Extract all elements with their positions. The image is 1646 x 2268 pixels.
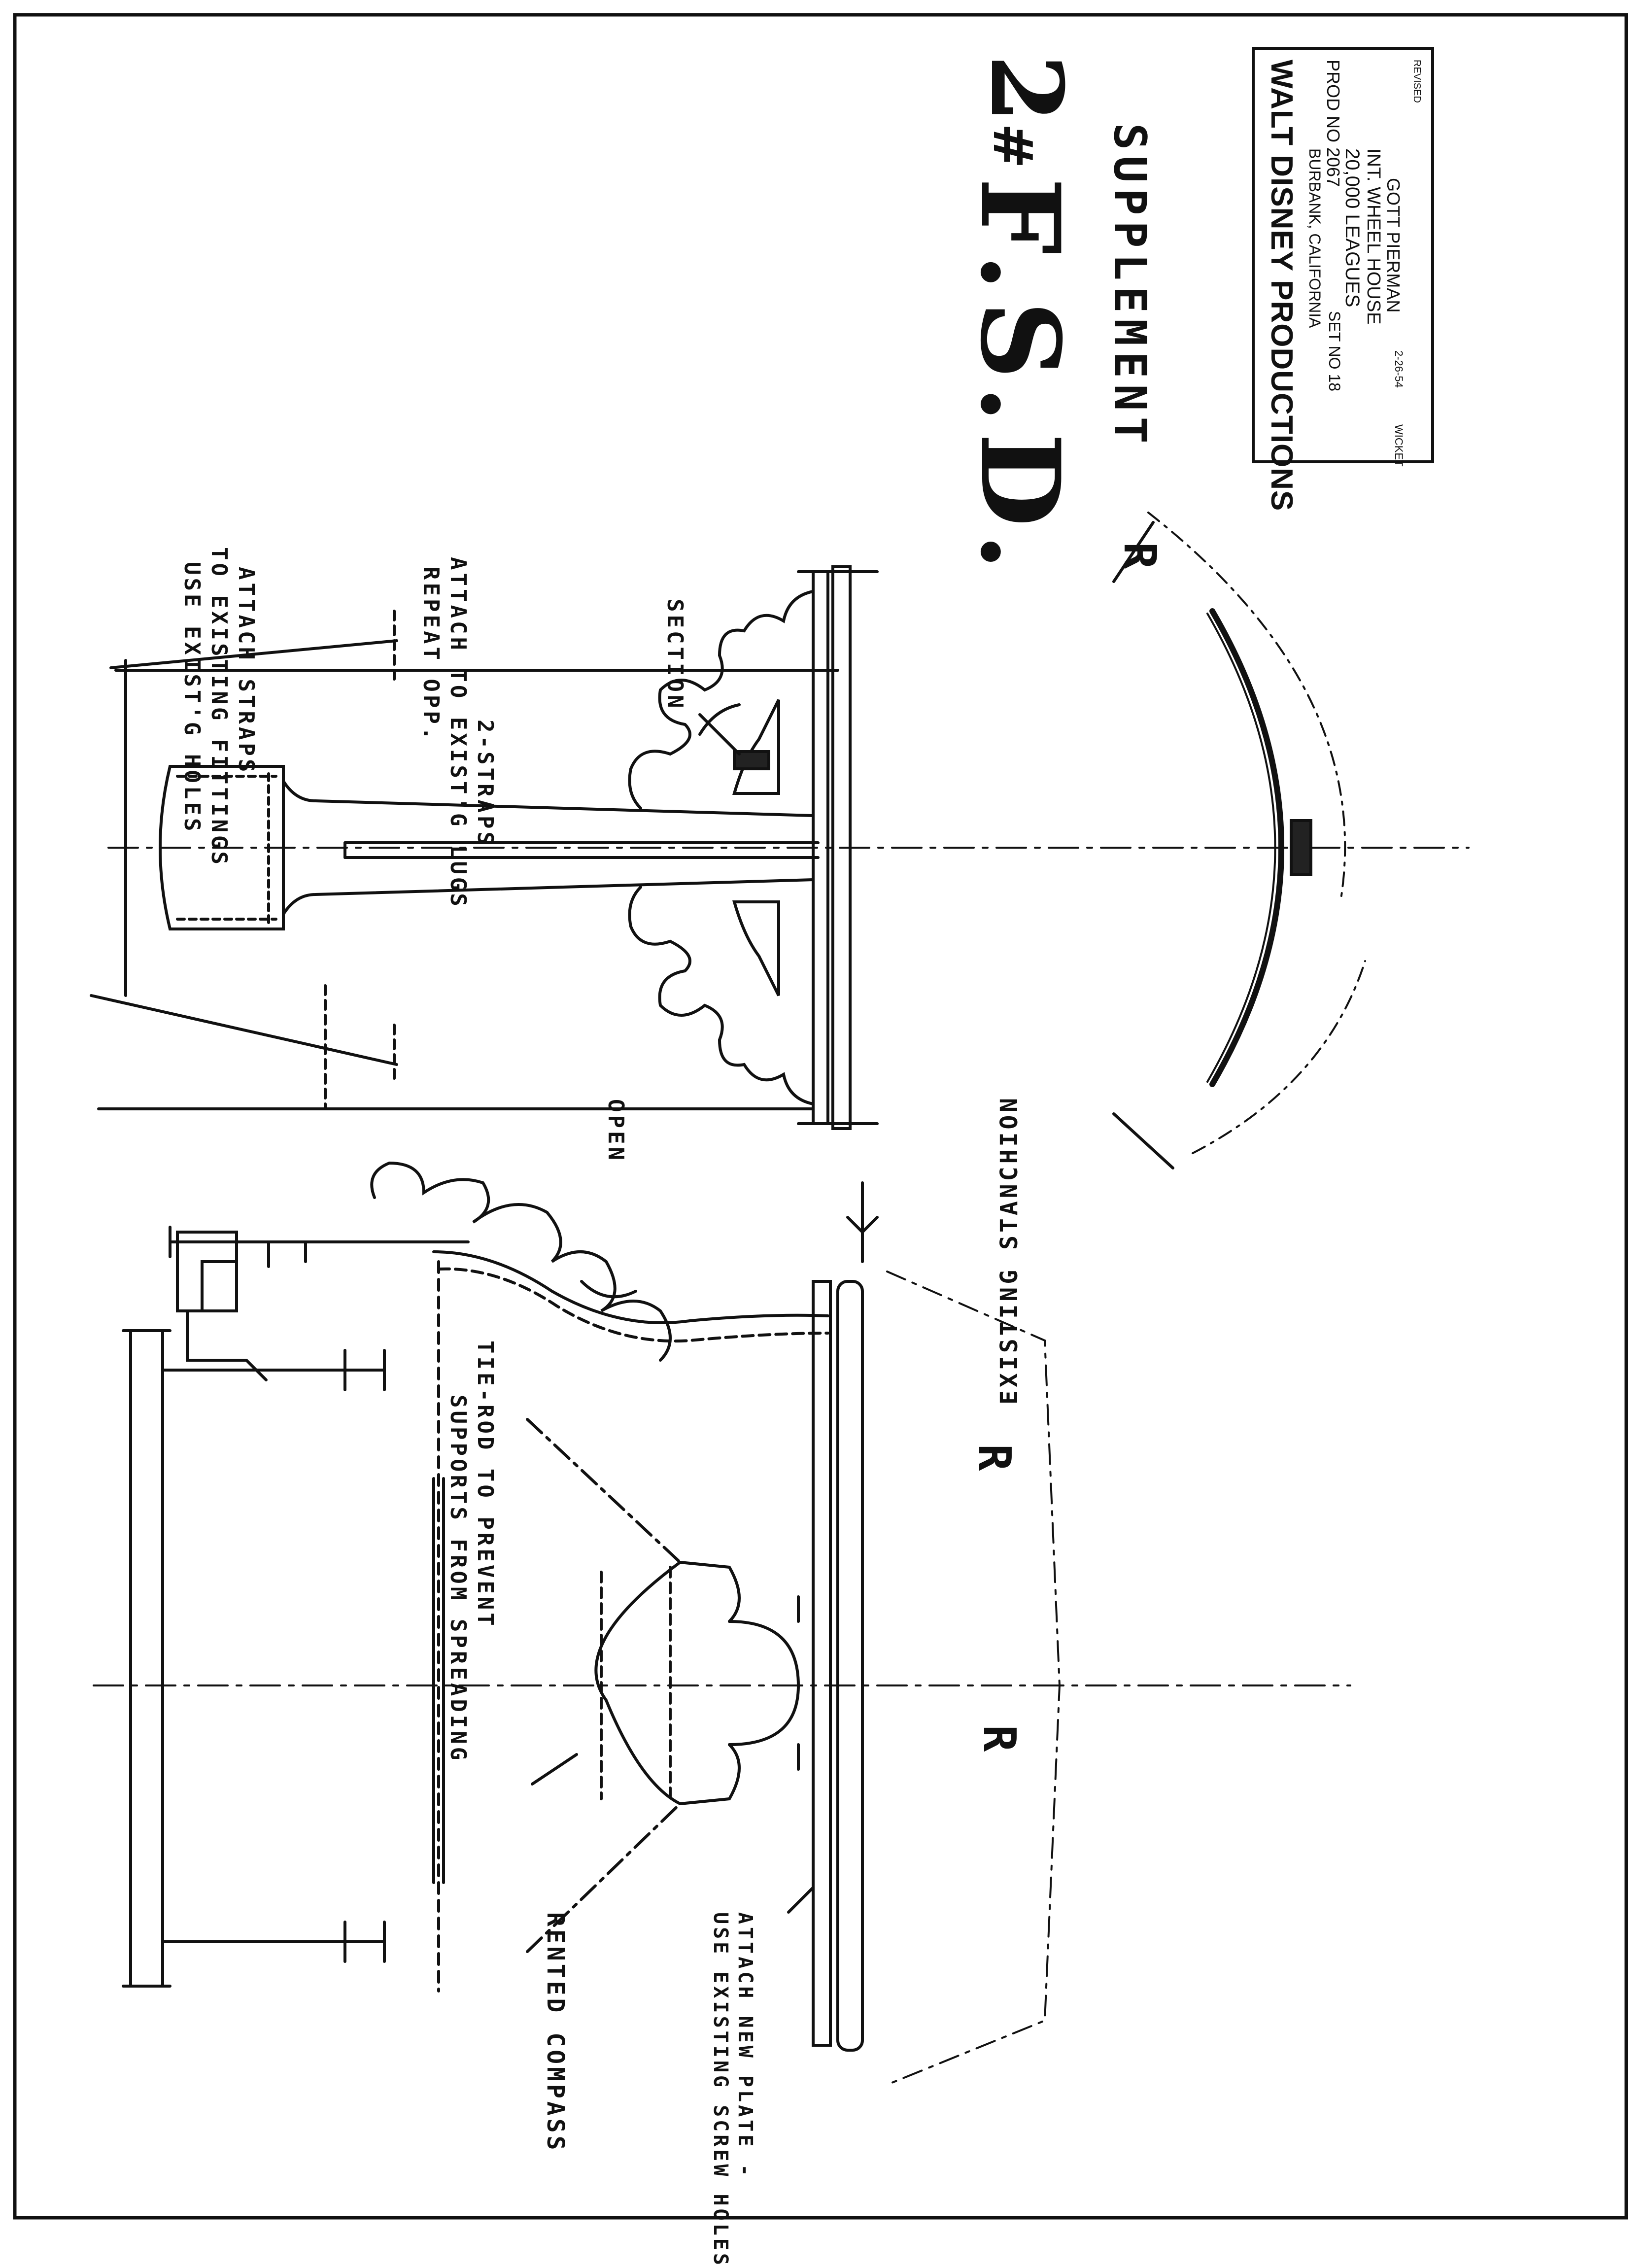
note-repeat-opp: REPEAT OPP. [418, 567, 444, 743]
note-attach-lugs: ATTACH TO EXIST'G LUGS [446, 557, 471, 909]
post-head [159, 765, 285, 930]
section-arc [1209, 608, 1284, 1087]
note-existing-stanchion: EXISTING STANCHION [995, 1095, 1023, 1405]
drawing-number: 2 [968, 54, 1084, 126]
drawing-mark: F.S.D. [957, 177, 1084, 581]
title-small-2: REVISED [1411, 60, 1422, 103]
drawing-number-hash: # [981, 123, 1045, 172]
scroll-ornament [370, 1161, 672, 1362]
note-existing-fittings: TO EXISTING FITTINGS [206, 547, 232, 867]
radius-mark: R [973, 1725, 1025, 1755]
compass-bowl [594, 1561, 682, 1805]
scroll-bracket-top [628, 590, 815, 810]
note-use-existing-holes: USE EXIST'G HOLES [179, 562, 205, 834]
note-attach-plate-2: USE EXISTING SCREW HOLES [709, 1912, 732, 2268]
sheet-border [13, 13, 1628, 2220]
note-attach-plate-1: ATTACH NEW PLATE - [734, 1912, 756, 2179]
note-attach-straps: ATTACH STRAPS [234, 567, 259, 775]
prod-no: PROD NO 2067 [1323, 60, 1343, 187]
radius-mark: R [1114, 542, 1166, 572]
note-tie-rod-2: SUPPORTS FROM SPREADING [446, 1395, 471, 1763]
note-rented-compass: RENTED COMPASS [542, 1912, 569, 2153]
radius-mark: R [968, 1444, 1020, 1474]
note-open: OPEN [603, 1099, 628, 1163]
note-straps: 2-STRAPS [473, 720, 498, 848]
drawing-date: 2-26-54 [1393, 350, 1405, 388]
title-small-1: WICKET [1393, 424, 1405, 467]
note-section: SECTION [662, 599, 687, 711]
title-block: WALT DISNEY PRODUCTIONS BURBANK, CALIFOR… [1252, 47, 1434, 511]
set-name: INT. WHEEL HOUSE [1363, 148, 1384, 325]
set-no: SET NO 18 [1326, 311, 1343, 392]
supplement-label: SUPPLEMENT [1104, 123, 1156, 449]
post-body [282, 780, 815, 817]
scroll-bracket-bottom [628, 886, 815, 1105]
artist: GOTT PIERMAN [1383, 178, 1404, 313]
stanchion-curve [432, 1250, 829, 1324]
picture-title: 20,000 LEAGUES [1341, 148, 1363, 308]
note-tie-rod-1: TIE-ROD TO PREVENT [473, 1340, 498, 1629]
company-location: BURBANK, CALIFORNIA [1306, 148, 1324, 328]
company-name: WALT DISNEY PRODUCTIONS [1265, 60, 1299, 512]
